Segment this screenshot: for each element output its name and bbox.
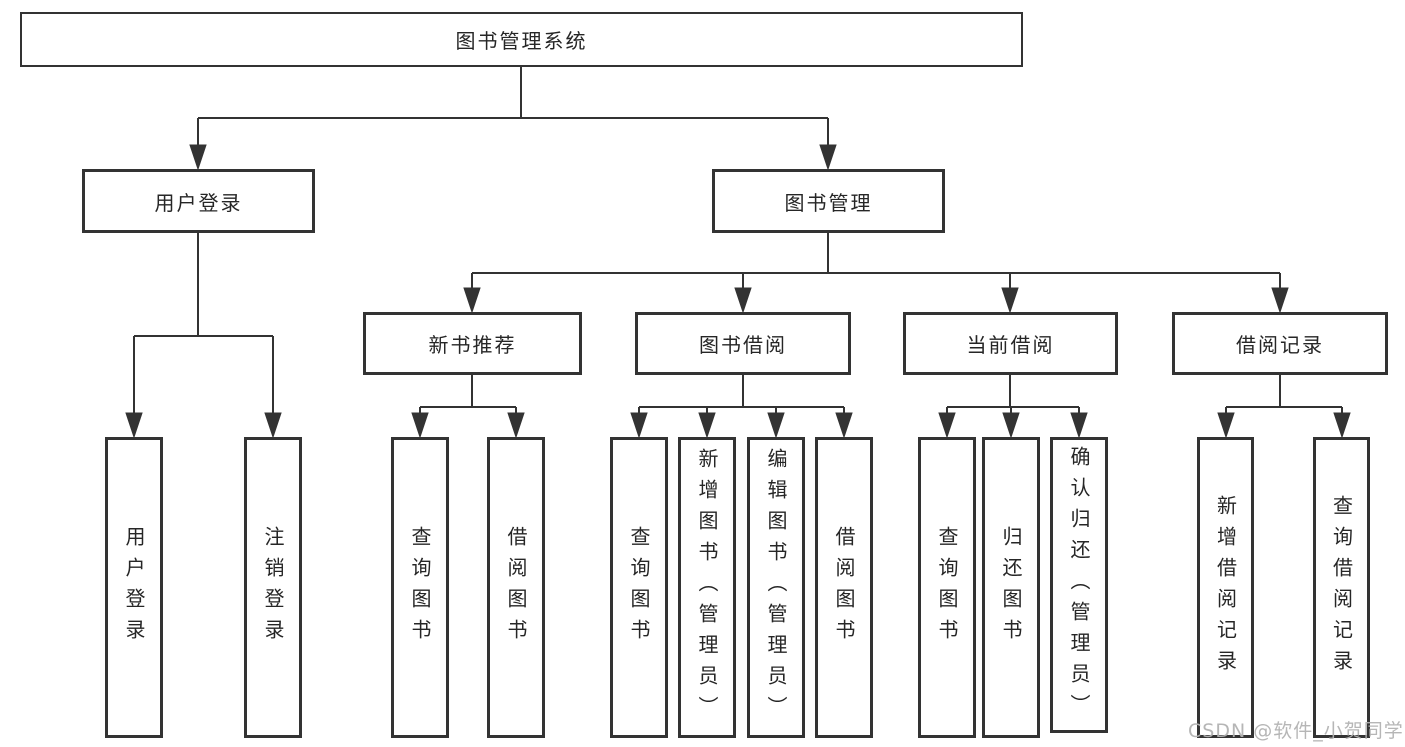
leaf-label: 查询图书 [627, 525, 651, 650]
node-label: 用户登录 [154, 190, 243, 215]
node-new-book-recommend: 新书推荐 [363, 312, 582, 375]
leaf-label: 编辑图书（管理员） [764, 448, 788, 727]
leaf-add-books-admin: 新增图书（管理员） [678, 437, 736, 738]
leaf-label: 确认归还（管理员） [1067, 445, 1091, 725]
node-book-borrow: 图书借阅 [635, 312, 851, 375]
leaf-query-books-2: 查询图书 [610, 437, 668, 738]
node-current-borrow: 当前借阅 [903, 312, 1118, 375]
node-book-management: 图书管理 [712, 169, 945, 233]
node-label: 当前借阅 [966, 333, 1055, 357]
leaf-label: 新增借阅记录 [1213, 494, 1238, 681]
node-label: 图书管理 [784, 190, 873, 215]
leaf-label: 查询图书 [408, 525, 432, 650]
node-label: 图书管理系统 [455, 29, 588, 53]
csdn-watermark: CSDN @软件_小贺同学 [1188, 720, 1404, 742]
leaf-query-borrow-record: 查询借阅记录 [1313, 437, 1370, 738]
node-borrow-record: 借阅记录 [1172, 312, 1388, 375]
leaf-borrow-books-2: 借阅图书 [815, 437, 873, 738]
leaf-label: 新增图书（管理员） [695, 448, 719, 727]
leaf-confirm-return-admin: 确认归还（管理员） [1050, 437, 1108, 733]
leaf-label: 借阅图书 [504, 525, 528, 650]
node-library-management-system: 图书管理系统 [20, 12, 1023, 67]
leaf-label: 用户登录 [122, 525, 146, 650]
leaf-label: 借阅图书 [832, 525, 856, 650]
node-label: 借阅记录 [1236, 333, 1324, 357]
node-label: 图书借阅 [699, 333, 787, 357]
leaf-label: 注销登录 [261, 525, 285, 650]
leaf-label: 查询借阅记录 [1329, 494, 1354, 681]
leaf-query-books-3: 查询图书 [918, 437, 976, 738]
leaf-logout: 注销登录 [244, 437, 302, 738]
leaf-edit-books-admin: 编辑图书（管理员） [747, 437, 805, 738]
node-label: 新书推荐 [428, 333, 517, 357]
node-user-login: 用户登录 [82, 169, 315, 233]
leaf-return-books: 归还图书 [982, 437, 1040, 738]
leaf-add-borrow-record: 新增借阅记录 [1197, 437, 1254, 738]
leaf-user-login: 用户登录 [105, 437, 163, 738]
leaf-borrow-books-1: 借阅图书 [487, 437, 545, 738]
leaf-label: 归还图书 [999, 525, 1023, 650]
leaf-query-books-1: 查询图书 [391, 437, 449, 738]
leaf-label: 查询图书 [935, 525, 959, 650]
